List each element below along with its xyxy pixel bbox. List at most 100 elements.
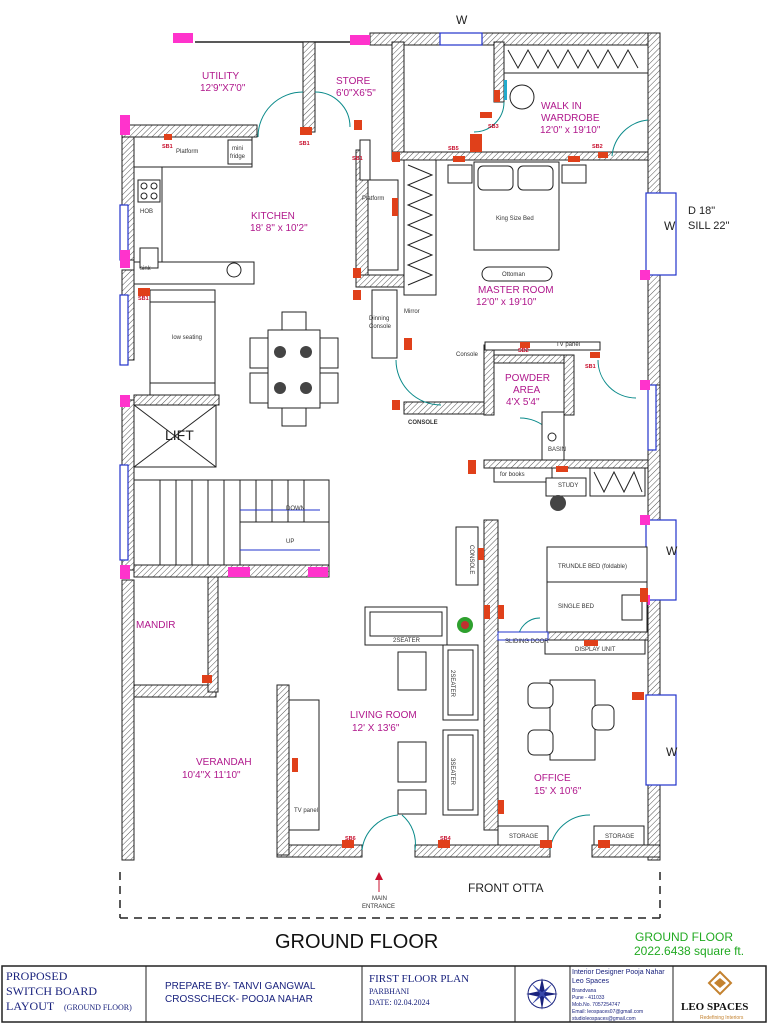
label-sliding-door: SLIDING DOOR bbox=[505, 639, 549, 645]
room-master-name: MASTER ROOM bbox=[478, 285, 554, 296]
room-office-size: 15' X 10'6" bbox=[534, 786, 582, 797]
sb-tag: SB1 bbox=[138, 296, 149, 302]
tb-plan-name: FIRST FLOOR PLAN bbox=[369, 973, 469, 985]
label-sofa-2seater: 2SEATER bbox=[449, 670, 455, 698]
room-powder-size: 4'X 5'4" bbox=[506, 397, 540, 408]
sb-tag: SB1 bbox=[585, 364, 596, 370]
outer-walls bbox=[121, 32, 661, 861]
label-study: STUDY bbox=[558, 483, 578, 489]
room-powder-name: POWDER bbox=[505, 373, 550, 384]
label-platform: Platform bbox=[176, 149, 198, 155]
floor-title: GROUND FLOOR bbox=[275, 931, 438, 953]
label-sink: sink bbox=[140, 266, 152, 272]
label-down: DOWN bbox=[286, 506, 305, 512]
sb-tag: SB4 bbox=[440, 836, 452, 842]
room-store-name: STORE bbox=[336, 76, 371, 87]
room-office-name: OFFICE bbox=[534, 773, 571, 784]
label-console: Console bbox=[456, 352, 479, 358]
room-labels: UTILITY 12'9"X7'0" STORE 6'0"X6'5" WALK … bbox=[136, 71, 601, 797]
furniture bbox=[133, 44, 649, 846]
label-king-bed: King Size Bed bbox=[496, 216, 534, 222]
tb-layout-floor: (GROUND FLOOR) bbox=[64, 1003, 132, 1012]
label-entrance: ENTRANCE bbox=[362, 904, 395, 910]
north-compass-icon bbox=[526, 978, 558, 1010]
label-console: CONSOLE bbox=[408, 420, 438, 426]
label-tv-panel: TV panel bbox=[294, 808, 318, 814]
label-tv-panel: TV panel bbox=[556, 342, 580, 348]
label-dinning: Dinning bbox=[369, 316, 389, 322]
tb-prepared-by: PREPARE BY- TANVI GANGWAL bbox=[165, 981, 316, 992]
room-powder-name2: AREA bbox=[513, 385, 541, 396]
furniture-labels: W W W W D 18" SILL 22" Platform mini fri… bbox=[140, 13, 730, 910]
window-label-right: W bbox=[664, 219, 676, 233]
window-spec-depth: D 18" bbox=[688, 205, 715, 217]
tb-logo-tagline: Redefining Interiors bbox=[700, 1015, 744, 1021]
room-utility-size: 12'9"X7'0" bbox=[200, 83, 246, 94]
label-console: Console bbox=[369, 324, 392, 330]
window-label-right: W bbox=[666, 745, 678, 759]
label-mirror: Mirror bbox=[404, 309, 420, 315]
sb-tag: SB1 bbox=[352, 156, 363, 162]
label-up: UP bbox=[286, 539, 294, 545]
tb-layout: LAYOUT bbox=[6, 999, 55, 1013]
label-sofa-2seater: 2SEATER bbox=[393, 638, 421, 644]
windows bbox=[119, 32, 677, 786]
room-kitchen-size: 18' 8" x 10'2" bbox=[250, 223, 308, 234]
room-living-name: LIVING ROOM bbox=[350, 710, 417, 721]
window-spec-sill: SILL 22" bbox=[688, 220, 730, 232]
tb-branch: Brandvana bbox=[572, 988, 596, 994]
label-fridge: fridge bbox=[230, 154, 246, 160]
tb-logo-name: LEO SPACES bbox=[681, 1001, 748, 1013]
leo-spaces-logo bbox=[707, 970, 733, 996]
room-walkin-name: WALK IN bbox=[541, 101, 582, 112]
tb-date: DATE: 02.04.2024 bbox=[369, 998, 430, 1007]
window-label-top: W bbox=[456, 13, 468, 27]
label-mini: mini bbox=[232, 146, 243, 152]
tb-proposed: PROPOSED bbox=[6, 969, 68, 983]
room-lift-name: LIFT bbox=[165, 427, 194, 443]
room-living-size: 12' X 13'6" bbox=[352, 723, 400, 734]
sb-tag: SB5 bbox=[448, 146, 459, 152]
label-ottoman: Ottoman bbox=[502, 272, 525, 278]
label-basin: BASIN bbox=[548, 447, 566, 453]
area-note-title: GROUND FLOOR bbox=[635, 930, 733, 944]
sb-tag: SB1 bbox=[299, 141, 310, 147]
room-verandah-size: 10'4"X 11'10" bbox=[182, 770, 241, 781]
tb-email: Email: leospaces07@gmail.com bbox=[572, 1009, 643, 1015]
switch-boards: SB1 SB1 SB1 SB1 SB1 SB3 bbox=[138, 90, 648, 848]
label-low-seating: low seating bbox=[172, 335, 202, 341]
tb-company: Leo Spaces bbox=[572, 978, 609, 985]
window-label-right: W bbox=[666, 544, 678, 558]
label-trundle: TRUNDLE BED (foldable) bbox=[558, 564, 627, 570]
room-master-size: 12'0" x 19'10" bbox=[476, 297, 537, 308]
front-otta-outline bbox=[119, 872, 661, 919]
tb-mobile: Mob.No. 7057254747 bbox=[572, 1002, 620, 1008]
label-single-bed: SINGLE BED bbox=[558, 604, 595, 610]
room-mandir-name: MANDIR bbox=[136, 620, 175, 631]
tb-crosscheck: CROSSCHECK- POOJA NAHAR bbox=[165, 994, 313, 1005]
title-block: PROPOSED SWITCH BOARD LAYOUT (GROUND FLO… bbox=[1, 965, 767, 1023]
label-hob: HOB bbox=[140, 209, 153, 215]
sb-tag: SB6 bbox=[345, 836, 356, 842]
label-storage: STORAGE bbox=[509, 834, 538, 840]
tb-designer: Interior Designer Pooja Nahar bbox=[572, 969, 665, 976]
tb-city: PARBHANI bbox=[369, 987, 409, 996]
sb-tag: SB1 bbox=[162, 144, 173, 150]
label-for-books: for books bbox=[500, 472, 525, 478]
label-sofa-3seater: 3SEATER bbox=[449, 758, 455, 786]
label-front-otta: FRONT OTTA bbox=[468, 881, 544, 895]
room-store-size: 6'0"X6'5" bbox=[336, 88, 376, 99]
label-console: CONSOLE bbox=[468, 545, 474, 574]
tb-email2: studioleospaces@gmail.com bbox=[572, 1016, 636, 1022]
label-display-unit: DISPLAY UNIT bbox=[575, 647, 616, 653]
sb-tag: SB3 bbox=[488, 124, 499, 130]
sb-tag: SB2 bbox=[518, 348, 529, 354]
area-note-value: 2022.6438 square ft. bbox=[634, 944, 744, 958]
room-walkin-name2: WARDROBE bbox=[541, 113, 600, 124]
tb-pin: Pune - 411033 bbox=[572, 995, 605, 1001]
tb-switch-board: SWITCH BOARD bbox=[6, 984, 97, 998]
label-main: MAIN bbox=[372, 896, 387, 902]
room-utility-name: UTILITY bbox=[202, 71, 240, 82]
label-storage: STORAGE bbox=[605, 834, 634, 840]
